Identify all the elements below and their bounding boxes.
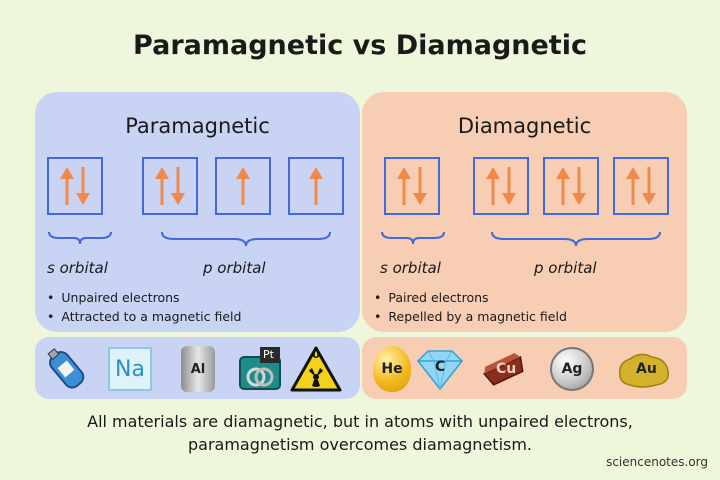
spin-up-arrow: [556, 167, 570, 205]
bullet-item: Paired electrons: [374, 288, 567, 307]
p-orbital-brace: [491, 231, 661, 247]
s-orbital-label: s orbital: [47, 259, 108, 277]
uranium-label: U: [312, 350, 321, 361]
silver-coin-icon: Ag: [546, 345, 598, 393]
sodium-label: Na: [108, 347, 152, 391]
caption: All materials are diamagnetic, but in at…: [0, 410, 720, 456]
helium-label: He: [373, 346, 411, 392]
source-credit: sciencenotes.org: [606, 455, 708, 469]
spin-up-arrow: [60, 167, 74, 205]
paramagnetic-heading: Paramagnetic: [125, 114, 270, 138]
orbital-arrows: [626, 167, 656, 205]
spin-up-arrow: [309, 167, 323, 205]
orbital-arrows: [236, 167, 250, 205]
diamagnetic-heading: Diamagnetic: [457, 114, 592, 138]
platinum-label: Pt: [263, 348, 274, 361]
diamagnetic-bullets: Paired electrons Repelled by a magnetic …: [374, 288, 567, 326]
spin-down-arrow: [171, 167, 185, 205]
spin-down-arrow: [642, 167, 656, 205]
sodium-tile-icon: Na: [104, 345, 156, 393]
diamond-icon: C: [414, 345, 466, 393]
caption-line-1: All materials are diamagnetic, but in at…: [87, 412, 633, 431]
p-orbital-box-1: [473, 157, 529, 215]
bullet-item: Repelled by a magnetic field: [374, 307, 567, 326]
oxygen-tank-icon: [40, 345, 92, 393]
p-orbital-box-2: [543, 157, 599, 215]
s-orbital-box: [384, 157, 440, 215]
bullet-item: Unpaired electrons: [47, 288, 241, 307]
diagram-title: Paramagnetic vs Diamagnetic: [133, 30, 587, 61]
spin-up-arrow: [626, 167, 640, 205]
paramagnetic-bullets: Unpaired electrons Attracted to a magnet…: [47, 288, 241, 326]
orbital-arrows: [486, 167, 516, 205]
carbon-label: C: [435, 359, 446, 375]
spin-down-arrow: [502, 167, 516, 205]
copper-label: Cu: [496, 361, 517, 377]
p-orbital-label: p orbital: [203, 259, 266, 277]
helium-balloon-icon: He: [366, 345, 418, 393]
orbital-arrows: [60, 167, 90, 205]
s-orbital-brace: [381, 231, 445, 245]
spin-down-arrow: [572, 167, 586, 205]
spin-down-arrow: [413, 167, 427, 205]
p-orbital-brace: [161, 231, 331, 247]
silver-label: Ag: [550, 347, 594, 391]
p-orbital-box-3: [288, 157, 344, 215]
p-orbital-box-1: [142, 157, 198, 215]
bullet-item: Attracted to a magnetic field: [47, 307, 241, 326]
aluminum-label: Al: [181, 346, 215, 392]
p-orbital-label: p orbital: [534, 259, 597, 277]
platinum-ring-box-icon: Pt: [234, 345, 286, 393]
spin-down-arrow: [76, 167, 90, 205]
copper-ingot-icon: Cu: [478, 345, 530, 393]
p-orbital-box-2: [215, 157, 271, 215]
orbital-arrows: [397, 167, 427, 205]
spin-up-arrow: [486, 167, 500, 205]
s-orbital-brace: [48, 231, 112, 245]
diamagnetic-panel: Diamagnetic s orbital p orbital Paired e…: [362, 92, 687, 332]
s-orbital-label: s orbital: [380, 259, 441, 277]
aluminum-can-icon: Al: [172, 345, 224, 393]
orbital-arrows: [556, 167, 586, 205]
paramagnetic-panel: Paramagnetic s orbital p orbital Unpaire…: [35, 92, 360, 332]
spin-up-arrow: [236, 167, 250, 205]
s-orbital-box: [47, 157, 103, 215]
gold-nugget-icon: Au: [614, 345, 669, 393]
radiation-uranium-icon: U: [290, 345, 342, 393]
p-orbital-box-3: [613, 157, 669, 215]
spin-up-arrow: [155, 167, 169, 205]
spin-up-arrow: [397, 167, 411, 205]
orbital-arrows: [309, 167, 323, 205]
gold-label: Au: [636, 361, 657, 377]
orbital-arrows: [155, 167, 185, 205]
caption-line-2: paramagnetism overcomes diamagnetism.: [187, 435, 533, 454]
